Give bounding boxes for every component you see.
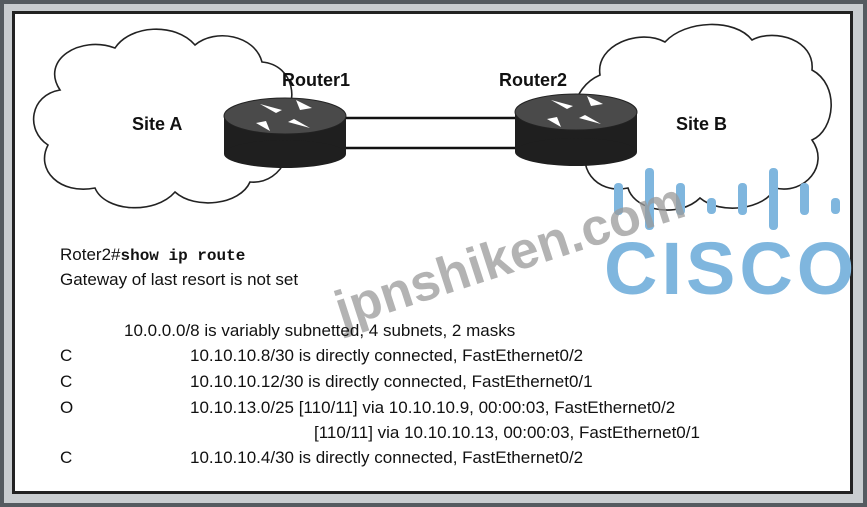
cloud-site-b [573,23,832,211]
route-code-4: C [60,448,73,467]
router1-label: Router1 [282,70,350,90]
route-text-0: 10.10.10.8/30 is directly connected, Fas… [190,346,584,365]
cisco-logo-text: CISCO [604,227,858,310]
router1-icon [223,97,347,168]
route-code-1: C [60,372,73,391]
cisco-logo-icon [614,168,840,230]
route-code-0: C [60,346,73,365]
route-code-2: O [60,398,74,417]
router2-label: Router2 [499,70,567,90]
route-text-1: 10.10.10.12/30 is directly connected, Fa… [190,372,593,391]
cli-prompt: Roter2# [60,245,121,264]
route-text-2: 10.10.13.0/25 [110/11] via 10.10.10.9, 0… [190,398,676,417]
route-text-3: [110/11] via 10.10.10.13, 00:00:03, Fast… [314,423,700,442]
cli-prompt-line: Roter2#show ip route [60,244,245,267]
cli-summary-line: 10.0.0.0/8 is variably subnetted, 4 subn… [124,321,516,340]
route-text-4: 10.10.10.4/30 is directly connected, Fas… [190,448,584,467]
router2-icon [514,93,638,166]
site-a-label: Site A [132,114,182,134]
cli-gateway-line: Gateway of last resort is not set [60,270,299,289]
cli-command: show ip route [120,247,246,265]
site-b-label: Site B [676,114,727,134]
